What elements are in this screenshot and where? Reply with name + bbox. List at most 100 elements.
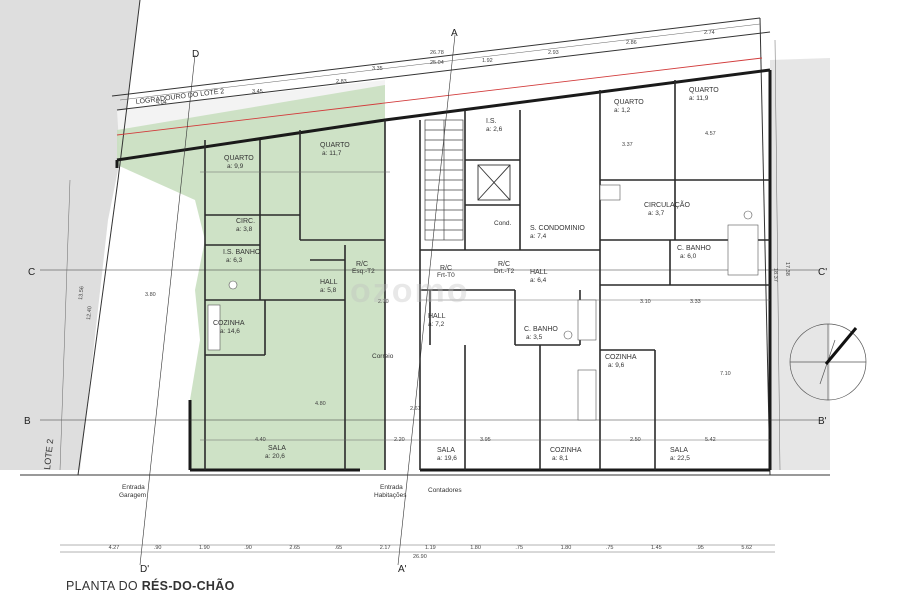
bottom-dim-value: 1.80 — [470, 545, 481, 551]
svg-text:R/C: R/C — [440, 265, 452, 272]
room-banho-left: I.S. BANHO a: 6,3 — [223, 249, 261, 264]
room-condominio: S. CONDOMINIO a: 7,4 — [530, 225, 585, 240]
fixtures — [207, 184, 759, 421]
svg-text:a: 14,6: a: 14,6 — [220, 328, 240, 335]
elevator — [477, 164, 511, 201]
svg-text:HALL: HALL — [428, 313, 446, 320]
correio-label: Correio — [372, 353, 394, 360]
interior-walls — [204, 80, 770, 470]
bottom-dim-value: 1.80 — [561, 545, 572, 551]
bottom-dim-value: 2.17 — [380, 545, 391, 551]
axis-d-top: D — [192, 49, 199, 60]
svg-text:a: 19,6: a: 19,6 — [437, 455, 457, 462]
svg-text:QUARTO: QUARTO — [689, 87, 719, 94]
right-dim-b: 18.37 — [772, 268, 778, 282]
svg-text:COZINHA: COZINHA — [213, 320, 245, 327]
site-boundary — [20, 0, 830, 476]
svg-text:Entrada: Entrada — [122, 484, 145, 491]
room-sala-center: SALA a: 19,6 — [437, 447, 457, 462]
bottom-dim-value: .95 — [696, 545, 704, 551]
bottom-dim-value: .90 — [244, 545, 252, 551]
room-cozinha-center: COZINHA a: 8,1 — [550, 447, 582, 462]
svg-text:2.74: 2.74 — [704, 30, 715, 36]
bottom-dim-value: 1.45 — [651, 545, 662, 551]
axis-b-right: B' — [818, 416, 827, 427]
bottom-dim-value: 5.62 — [741, 545, 752, 551]
inner-dim-value: 2.61 — [410, 406, 421, 412]
room-quarto-left: QUARTO a: 9,9 — [224, 155, 254, 170]
svg-text:a: 5,8: a: 5,8 — [320, 287, 337, 294]
inner-dim-value: 4.40 — [255, 437, 266, 443]
inner-dim-value: 7.10 — [720, 371, 731, 377]
svg-text:2.83: 2.83 — [336, 79, 347, 85]
svg-text:Habitações: Habitações — [374, 492, 407, 499]
svg-text:R/C: R/C — [356, 261, 368, 268]
neighbor-lot-right — [770, 58, 830, 470]
svg-text:a: 6,0: a: 6,0 — [680, 253, 697, 260]
svg-text:SALA: SALA — [437, 447, 455, 454]
axis-a-bottom: A' — [398, 564, 407, 575]
plan-title-prefix: PLANTA DO — [66, 579, 142, 593]
plan-title: PLANTA DO RÉS-DO-CHÃO — [66, 579, 235, 593]
bottom-dim-value: 4.27 — [109, 545, 120, 551]
room-sala-right: SALA a: 22,5 — [670, 447, 690, 462]
svg-text:a: 9,6: a: 9,6 — [608, 362, 625, 369]
north-compass — [789, 323, 867, 401]
svg-text:26.90: 26.90 — [413, 554, 427, 560]
svg-text:a: 3,7: a: 3,7 — [648, 210, 665, 217]
unit-rc-esq: R/C Esq.-T2 — [352, 261, 375, 275]
inner-dim-value: 4.57 — [705, 131, 716, 137]
neighbor-lot-left — [0, 0, 140, 470]
room-quarto-mid: QUARTO a: 11,7 — [320, 142, 350, 157]
room-banho-center: C. BANHO a: 3,5 — [524, 326, 558, 341]
svg-text:a: 11,9: a: 11,9 — [689, 95, 709, 102]
svg-text:a: 8,1: a: 8,1 — [552, 455, 569, 462]
section-lines — [40, 34, 820, 566]
axis-c-right: C' — [818, 267, 827, 278]
svg-text:CIRCULAÇÃO: CIRCULAÇÃO — [644, 200, 690, 209]
inner-dim-value: 3.80 — [145, 292, 156, 298]
svg-text:Drt.-T2: Drt.-T2 — [494, 268, 515, 275]
bottom-dim-value: .75 — [515, 545, 523, 551]
bottom-dim-value: 1.90 — [199, 545, 210, 551]
svg-text:a: 11,7: a: 11,7 — [322, 150, 342, 157]
svg-text:I.S.: I.S. — [486, 118, 497, 125]
svg-text:a: 3,5: a: 3,5 — [526, 334, 543, 341]
svg-text:HALL: HALL — [320, 279, 338, 286]
svg-text:1.92: 1.92 — [482, 58, 493, 64]
inner-dim-value: 3.33 — [690, 299, 701, 305]
room-hall-center: HALL a: 7,2 — [428, 313, 446, 328]
inner-dim-value: 3.37 — [622, 142, 633, 148]
svg-text:R/C: R/C — [498, 261, 510, 268]
svg-text:26.78: 26.78 — [430, 50, 444, 56]
svg-text:QUARTO: QUARTO — [614, 99, 644, 106]
svg-text:C. BANHO: C. BANHO — [677, 245, 711, 252]
room-banho-right: C. BANHO a: 6,0 — [677, 245, 711, 260]
bottom-dim-value: .75 — [606, 545, 614, 551]
svg-text:S. CONDOMINIO: S. CONDOMINIO — [530, 225, 585, 232]
inner-dim-value: 4.80 — [315, 401, 326, 407]
axis-c-left: C — [28, 267, 35, 278]
svg-text:SALA: SALA — [670, 447, 688, 454]
svg-text:Entrada: Entrada — [380, 484, 403, 491]
watermark: ozomo — [350, 272, 470, 310]
inner-dim-value: 2.50 — [630, 437, 641, 443]
svg-text:a: 7,2: a: 7,2 — [428, 321, 445, 328]
room-circulacao: CIRCULAÇÃO a: 3,7 — [644, 200, 690, 217]
svg-text:3.35: 3.35 — [372, 66, 383, 72]
right-dim-a: 17.38 — [784, 262, 790, 276]
highlighted-unit-rc-esq — [117, 85, 385, 470]
top-dimensions: 26.78 25.04 3.35 1.92 2.93 2.86 2.74 4.0… — [156, 30, 715, 106]
svg-text:a: 3,8: a: 3,8 — [236, 226, 253, 233]
left-dim-b: 12.40 — [86, 306, 93, 320]
svg-text:I.S. BANHO: I.S. BANHO — [223, 249, 261, 256]
lote2-label: LOTE 2 — [42, 438, 55, 470]
bottom-dim-value: .65 — [335, 545, 343, 551]
room-hall-right: HALL a: 6,4 — [530, 269, 548, 284]
svg-text:CIRC.: CIRC. — [236, 218, 255, 225]
bottom-dim-value: 2.65 — [289, 545, 300, 551]
svg-text:a: 2,6: a: 2,6 — [486, 126, 503, 133]
